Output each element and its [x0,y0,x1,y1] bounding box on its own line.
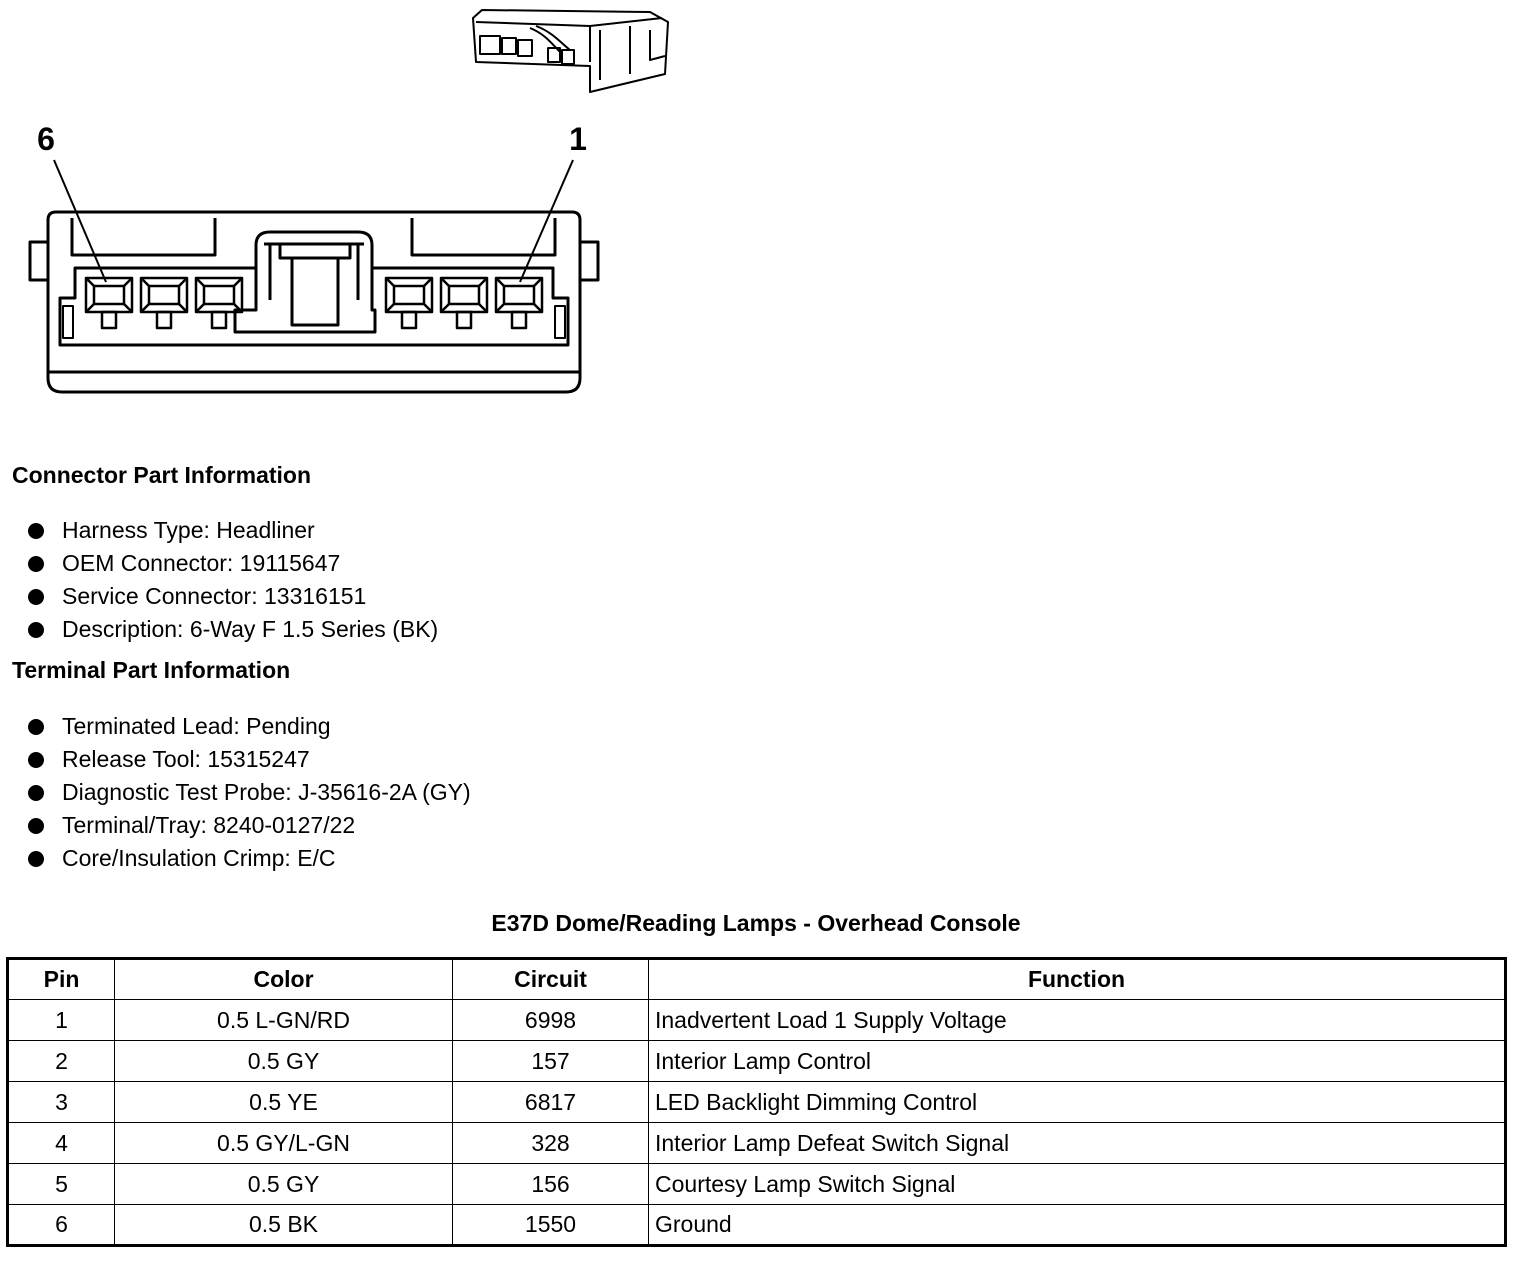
connector-diagram: 6 1 [28,9,669,394]
function-cell: Inadvertent Load 1 Supply Voltage [648,999,1506,1041]
terminal-info-list: Terminated Lead: Pending Release Tool: 1… [28,710,471,875]
connector-face [28,210,600,394]
bullet-icon [28,719,44,735]
list-item: Description: 6-Way F 1.5 Series (BK) [28,613,438,646]
function-cell: Interior Lamp Control [648,1040,1506,1082]
cavity-5 [139,276,189,330]
circuit-cell: 156 [452,1163,649,1205]
function-cell: Courtesy Lamp Switch Signal [648,1163,1506,1205]
table-row: 1 0.5 L-GN/RD 6998 Inadvertent Load 1 Su… [7,999,1506,1041]
cavity-2 [439,276,489,330]
list-item-text: Terminal/Tray: 8240-0127/22 [62,812,356,838]
cavity-1 [494,276,544,330]
list-item: OEM Connector: 19115647 [28,547,438,580]
circuit-cell: 6998 [452,999,649,1041]
list-item: Service Connector: 13316151 [28,580,438,613]
list-item: Core/Insulation Crimp: E/C [28,842,471,875]
list-item: Harness Type: Headliner [28,514,438,547]
pin-cell: 3 [7,1081,115,1123]
list-item: Release Tool: 15315247 [28,743,471,776]
connector-thumbnail [472,9,669,93]
function-cell: Interior Lamp Defeat Switch Signal [648,1122,1506,1164]
function-cell: Ground [648,1204,1506,1246]
pin-1-leader-line [519,159,574,283]
circuit-cell: 1550 [452,1204,649,1246]
terminal-info-heading: Terminal Part Information [12,657,291,683]
table-row: 5 0.5 GY 156 Courtesy Lamp Switch Signal [7,1163,1506,1205]
bullet-icon [28,523,44,539]
list-item-text: Release Tool: 15315247 [62,746,310,772]
color-cell: 0.5 YE [114,1081,453,1123]
color-cell: 0.5 GY [114,1163,453,1205]
bullet-icon [28,622,44,638]
table-title: E37D Dome/Reading Lamps - Overhead Conso… [491,910,1021,936]
bullet-icon [28,589,44,605]
connector-info-heading: Connector Part Information [12,462,312,488]
function-cell: LED Backlight Dimming Control [648,1081,1506,1123]
pin-cell: 2 [7,1040,115,1082]
pin-6-leader-line [53,159,107,283]
pin-cell: 4 [7,1122,115,1164]
pin-cell: 5 [7,1163,115,1205]
list-item-text: Core/Insulation Crimp: E/C [62,845,336,871]
list-item-text: OEM Connector: 19115647 [62,550,341,576]
bullet-icon [28,851,44,867]
pinout-table: Pin Color Circuit Function 1 0.5 L-GN/RD… [6,957,1507,1247]
pin-cell: 6 [7,1204,115,1246]
table-row: 3 0.5 YE 6817 LED Backlight Dimming Cont… [7,1081,1506,1123]
connector-info-list: Harness Type: Headliner OEM Connector: 1… [28,514,438,646]
table-row: 6 0.5 BK 1550 Ground [7,1204,1506,1246]
color-cell: 0.5 L-GN/RD [114,999,453,1041]
bullet-icon [28,785,44,801]
list-item-text: Terminated Lead: Pending [62,713,331,739]
list-item-text: Diagnostic Test Probe: J-35616-2A (GY) [62,779,471,805]
color-cell: 0.5 GY/L-GN [114,1122,453,1164]
column-header-pin: Pin [7,958,115,1000]
column-header-color: Color [114,958,453,1000]
pin-1-label: 1 [569,121,587,157]
pin-6-label: 6 [37,121,55,157]
bullet-icon [28,752,44,768]
circuit-cell: 6817 [452,1081,649,1123]
column-header-circuit: Circuit [452,958,649,1000]
circuit-cell: 328 [452,1122,649,1164]
list-item-text: Service Connector: 13316151 [62,583,367,609]
bullet-icon [28,818,44,834]
cavity-6 [84,276,134,330]
list-item: Terminal/Tray: 8240-0127/22 [28,809,471,842]
bullet-icon [28,556,44,572]
list-item-text: Harness Type: Headliner [62,517,315,543]
color-cell: 0.5 GY [114,1040,453,1082]
color-cell: 0.5 BK [114,1204,453,1246]
list-item-text: Description: 6-Way F 1.5 Series (BK) [62,616,439,642]
list-item: Terminated Lead: Pending [28,710,471,743]
pin-cell: 1 [7,999,115,1041]
column-header-function: Function [648,958,1506,1000]
cavity-4 [194,276,244,330]
circuit-cell: 157 [452,1040,649,1082]
cavity-3 [384,276,434,330]
table-row: 2 0.5 GY 157 Interior Lamp Control [7,1040,1506,1082]
table-header-row: Pin Color Circuit Function [7,958,1506,1000]
list-item: Diagnostic Test Probe: J-35616-2A (GY) [28,776,471,809]
terminal-cavities [84,276,544,330]
table-row: 4 0.5 GY/L-GN 328 Interior Lamp Defeat S… [7,1122,1506,1164]
